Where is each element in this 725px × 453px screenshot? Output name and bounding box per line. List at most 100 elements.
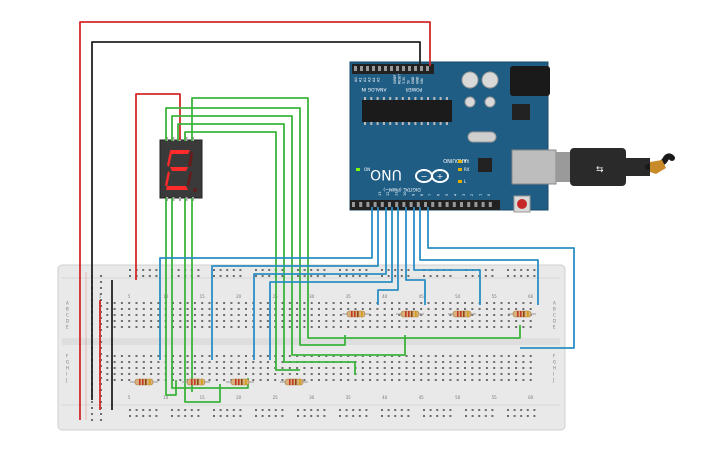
rail-hole[interactable] <box>100 395 102 397</box>
breadboard-hole[interactable] <box>369 361 372 363</box>
rail-hole[interactable] <box>100 401 102 403</box>
rail-hole[interactable] <box>381 409 383 411</box>
wire-seg-green-8[interactable] <box>184 198 221 403</box>
resistor-1[interactable] <box>342 310 370 318</box>
breadboard-hole[interactable] <box>383 314 386 316</box>
breadboard-hole[interactable] <box>135 308 138 310</box>
breadboard-hole[interactable] <box>398 308 401 310</box>
rail-hole[interactable] <box>387 409 390 411</box>
breadboard-hole[interactable] <box>383 308 386 310</box>
rail-hole[interactable] <box>303 409 306 411</box>
breadboard-hole[interactable] <box>245 302 247 304</box>
breadboard-hole[interactable] <box>347 308 350 310</box>
breadboard-hole[interactable] <box>361 308 364 310</box>
breadboard-hole[interactable] <box>142 302 145 304</box>
breadboard-hole[interactable] <box>449 367 452 369</box>
breadboard-hole[interactable] <box>478 308 481 310</box>
breadboard-hole[interactable] <box>391 302 393 304</box>
breadboard-hole[interactable] <box>274 379 277 381</box>
breadboard-hole[interactable] <box>412 367 415 369</box>
breadboard-hole[interactable] <box>120 314 123 316</box>
breadboard-hole[interactable] <box>427 373 430 375</box>
breadboard-hole[interactable] <box>354 302 357 304</box>
digital-pin[interactable] <box>488 202 492 207</box>
breadboard-hole[interactable] <box>398 379 401 381</box>
breadboard-hole[interactable] <box>230 326 233 328</box>
breadboard-hole[interactable] <box>485 373 488 375</box>
breadboard-hole[interactable] <box>142 373 145 375</box>
breadboard-hole[interactable] <box>128 326 131 328</box>
rail-hole[interactable] <box>423 415 425 417</box>
breadboard-hole[interactable] <box>391 373 393 375</box>
wire-pin-blue-6[interactable] <box>405 207 426 305</box>
breadboard-hole[interactable] <box>106 326 109 328</box>
rail-hole[interactable] <box>100 359 102 361</box>
rail-hole[interactable] <box>526 275 529 277</box>
breadboard-hole[interactable] <box>391 308 393 310</box>
breadboard-hole[interactable] <box>456 373 459 375</box>
breadboard-hole[interactable] <box>434 361 437 363</box>
rail-hole[interactable] <box>261 275 264 277</box>
rail-hole[interactable] <box>100 329 102 331</box>
rail-hole[interactable] <box>129 275 131 277</box>
wire-seg-green-3[interactable] <box>177 123 356 375</box>
breadboard-hole[interactable] <box>318 302 320 304</box>
rail-hole[interactable] <box>232 415 235 417</box>
breadboard-hole[interactable] <box>398 361 401 363</box>
rail-hole[interactable] <box>91 401 93 403</box>
breadboard-hole[interactable] <box>347 373 350 375</box>
rail-hole[interactable] <box>394 415 397 417</box>
breadboard-hole[interactable] <box>427 320 430 322</box>
breadboard-hole[interactable] <box>471 379 474 381</box>
breadboard-hole[interactable] <box>193 302 196 304</box>
breadboard-hole[interactable] <box>427 355 430 357</box>
breadboard-hole[interactable] <box>500 379 503 381</box>
breadboard-hole[interactable] <box>478 326 481 328</box>
breadboard-hole[interactable] <box>186 355 189 357</box>
breadboard-hole[interactable] <box>391 361 393 363</box>
breadboard-hole[interactable] <box>157 326 160 328</box>
breadboard-hole[interactable] <box>391 320 393 322</box>
breadboard-hole[interactable] <box>507 314 510 316</box>
breadboard-hole[interactable] <box>201 373 204 375</box>
breadboard-hole[interactable] <box>237 314 240 316</box>
rail-hole[interactable] <box>358 269 361 271</box>
breadboard-hole[interactable] <box>369 314 372 316</box>
breadboard-hole[interactable] <box>383 326 386 328</box>
wire-display-common-red[interactable] <box>135 93 181 280</box>
rail-hole[interactable] <box>100 389 102 391</box>
breadboard-hole[interactable] <box>106 379 109 381</box>
breadboard-hole[interactable] <box>442 320 445 322</box>
breadboard-hole[interactable] <box>215 302 218 304</box>
breadboard-hole[interactable] <box>201 314 204 316</box>
digital-pin[interactable] <box>481 202 485 207</box>
rail-hole[interactable] <box>429 415 432 417</box>
rail-hole[interactable] <box>358 415 361 417</box>
breadboard-hole[interactable] <box>522 302 525 304</box>
breadboard-hole[interactable] <box>434 320 437 322</box>
breadboard-hole[interactable] <box>113 302 116 304</box>
breadboard-hole[interactable] <box>420 308 423 310</box>
rail-hole[interactable] <box>281 415 284 417</box>
rail-hole[interactable] <box>491 415 494 417</box>
rail-hole[interactable] <box>352 275 355 277</box>
wires[interactable] <box>79 21 575 420</box>
rail-hole[interactable] <box>465 275 467 277</box>
rail-hole[interactable] <box>345 415 348 417</box>
breadboard-hole[interactable] <box>500 320 503 322</box>
rail-hole[interactable] <box>129 269 131 271</box>
resistor-7[interactable] <box>226 378 254 386</box>
breadboard-hole[interactable] <box>237 302 240 304</box>
breadboard-hole[interactable] <box>245 314 247 316</box>
rail-hole[interactable] <box>310 269 313 271</box>
rail-hole[interactable] <box>100 371 102 373</box>
rail-hole[interactable] <box>423 275 425 277</box>
rail-hole[interactable] <box>268 409 271 411</box>
digital-pin[interactable] <box>359 202 363 207</box>
rail-hole[interactable] <box>407 275 410 277</box>
breadboard-hole[interactable] <box>383 355 386 357</box>
breadboard-hole[interactable] <box>172 302 174 304</box>
breadboard-hole[interactable] <box>310 373 313 375</box>
digital-pin[interactable] <box>474 202 478 207</box>
breadboard-hole[interactable] <box>442 361 445 363</box>
